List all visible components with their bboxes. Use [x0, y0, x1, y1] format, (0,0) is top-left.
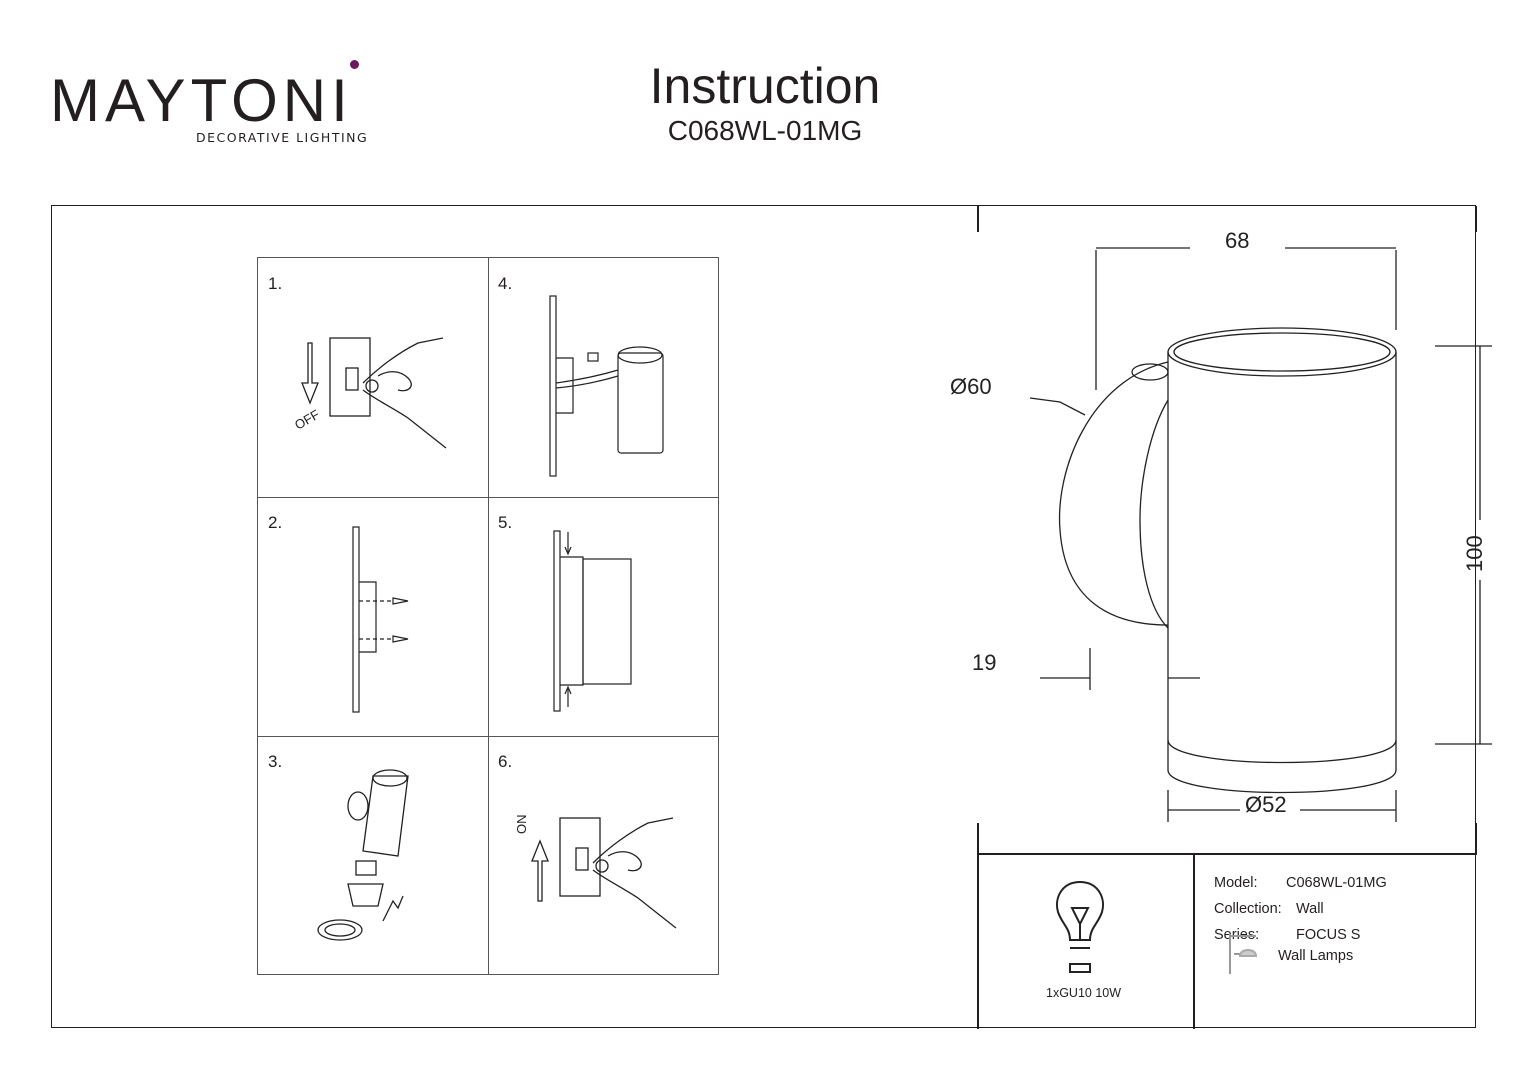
brand-logo: MAYTONI DECORATIVE LIGHTING [50, 58, 370, 148]
frame-divider-vertical-lower [977, 823, 979, 1029]
step-4: 4. [488, 258, 718, 497]
dim-depth-label: 19 [972, 650, 996, 675]
frame-right-tick-bottom [1475, 823, 1477, 853]
insert-bulb-icon [317, 769, 409, 941]
model-label: Model: [1214, 875, 1258, 891]
grid-divider-row-1 [258, 497, 718, 498]
frame-divider-vertical [977, 206, 979, 232]
fix-lamp-to-wall-icon [553, 530, 632, 712]
collection-label: Collection: [1214, 901, 1282, 917]
dim-width-label: 68 [1225, 228, 1249, 253]
connect-wires-icon [549, 295, 664, 477]
step-number: 6. [498, 752, 513, 771]
frame-right-tick-top [1475, 206, 1477, 232]
page-title: Instruction [649, 58, 881, 114]
dim-height-label: 100 [1462, 535, 1487, 572]
switch-on-icon: ON [514, 815, 677, 929]
spec-table-divider [1193, 853, 1195, 1029]
series-value: FOCUS S [1296, 927, 1361, 943]
wall-lamp-category-icon [1229, 934, 1258, 974]
step-number: 2. [268, 513, 283, 532]
collection-value: Wall [1296, 901, 1324, 917]
step-number: 3. [268, 752, 283, 771]
spec-table-top-line [977, 853, 1477, 855]
instruction-frame [51, 205, 1477, 1029]
dim-base-diameter-label: Ø60 [950, 374, 992, 399]
step-1: 1. OFF [258, 258, 488, 497]
step-number: 5. [498, 513, 513, 532]
dim-body-diameter-label: Ø52 [1245, 792, 1287, 817]
model-code: C068WL-01MG [667, 115, 863, 146]
installation-steps-grid: 1. OFF 2. [257, 257, 719, 975]
bulb-spec: 1xGU10 10W [1046, 986, 1122, 1000]
mount-bracket-screws-icon [352, 526, 409, 713]
brand-tagline: DECORATIVE LIGHTING [196, 130, 369, 145]
bulb-icon [1056, 880, 1104, 973]
brand-name: MAYTONI [50, 67, 353, 134]
step-number: 1. [268, 274, 283, 293]
step-2: 2. [258, 497, 488, 736]
logo-accent-dot [350, 60, 359, 69]
grid-divider-row-2 [258, 736, 718, 737]
step-3: 3. [258, 736, 488, 975]
step-5: 5. [488, 497, 718, 736]
category-label: Wall Lamps [1278, 948, 1354, 964]
switch-off-icon: OFF [292, 337, 447, 449]
grid-divider-vertical [488, 258, 489, 974]
step-6: 6. ON [488, 736, 718, 975]
on-label: ON [514, 815, 529, 835]
step-number: 4. [498, 274, 513, 293]
model-value: C068WL-01MG [1286, 875, 1387, 891]
